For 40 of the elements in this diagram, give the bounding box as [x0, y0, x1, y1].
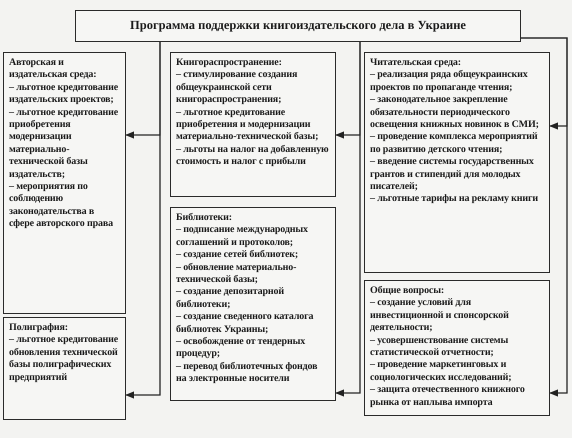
- measure-item: – освобождение от тендерных процедур;: [176, 336, 306, 361]
- measure-item: – обновление материально-технической базы;: [176, 262, 298, 286]
- measure-item: – законодательное закрепление обязательности периодического освещения книжных новинок в СМИ;: [370, 94, 540, 132]
- category-heading: Авторская и издательская среда:: [9, 57, 98, 82]
- category-box: [170, 52, 336, 197]
- measure-item: – создание сведенного каталога библиотек Украины;: [176, 311, 314, 336]
- arrow: [521, 37, 568, 397]
- measure-item: – льготное кредитование обновления технической базы полиграфических предприятий: [9, 334, 120, 384]
- measure-item: – защита отечественного книжного рынка от наплыва импорта: [370, 384, 526, 409]
- category-heading: Библиотеки:: [176, 212, 233, 224]
- category-heading: Книгораспространение:: [176, 57, 283, 70]
- measure-item: – усовершенствование системы статистической отчетности;: [370, 334, 510, 360]
- measure-item: – льготные тарифы на рекламу книги: [370, 193, 539, 206]
- measure-item: – льготное кредитование издательских проектов;: [9, 82, 120, 107]
- measure-item: – льготное кредитование приобретения модернизации материально-технической базы издательств;: [9, 106, 120, 181]
- category-box: [170, 207, 336, 401]
- measure-item: – создание депозитарной библиотеки;: [176, 286, 286, 312]
- measure-item: – стимулирование создания общеукраинской сети книгораспространения;: [176, 69, 298, 107]
- category-heading: Общие вопросы:: [370, 285, 446, 298]
- measure-item: – создание сетей библиотек;: [176, 249, 300, 262]
- measure-item: – перевод библиотечных фондов на электронные носители: [176, 360, 318, 386]
- measure-item: – льготы на налог на добавленную стоимость и налог с прибыли: [176, 144, 330, 169]
- measure-item: – создание условий для инвестиционной и спонсорской деятельности;: [370, 297, 510, 335]
- category-box: [3, 317, 126, 420]
- measure-item: – проведение маркетинговых и социологических исследований;: [370, 359, 512, 384]
- arrow: [125, 42, 161, 399]
- category-box: [364, 280, 550, 416]
- measure-item: – мероприятия по соблюдению законодательства в сфере авторского права: [9, 180, 114, 230]
- category-heading: Полиграфия:: [9, 322, 69, 334]
- category-box: [3, 52, 126, 314]
- program-title: Программа поддержки книгоиздательского дела в Украине: [130, 18, 466, 34]
- category-heading: Читательская среда:: [370, 57, 462, 70]
- measure-item: – реализация ряда общеукраинских проектов по пропаганде чтения;: [370, 69, 529, 94]
- measure-item: – проведение комплекса мероприятий по развитию детского чтения;: [370, 131, 539, 156]
- category-box: [364, 52, 550, 273]
- measure-item: – льготное кредитование приобретения и модернизации материально-технической базы;: [176, 106, 320, 144]
- measure-item: – введение системы государственных грантов и стипендий для молодых писателей;: [370, 156, 535, 194]
- title-box: [75, 10, 521, 42]
- arrow: [335, 42, 361, 397]
- measure-item: – подписание международных соглашений и протоколов;: [176, 224, 309, 250]
